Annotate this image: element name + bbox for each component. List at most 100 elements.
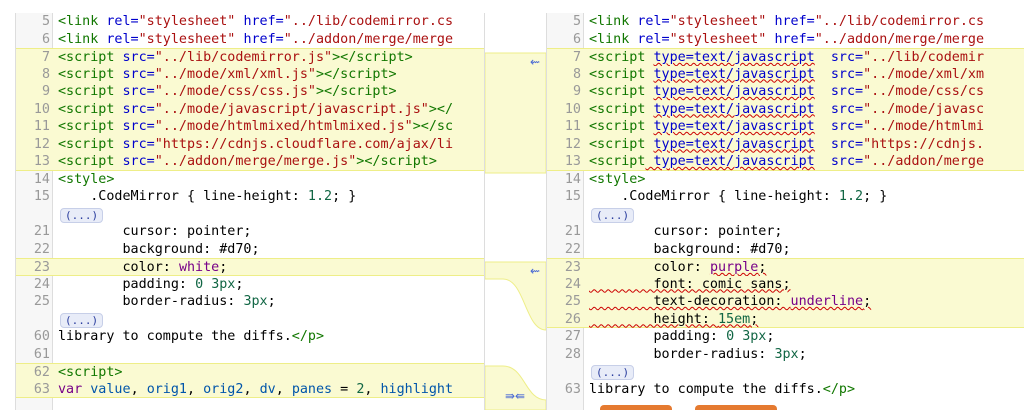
code-line[interactable]: 12<script type=text/javascript src="http… [547, 135, 1024, 153]
code-text[interactable]: <link rel="stylesheet" href="../lib/code… [58, 14, 454, 29]
code-text[interactable]: <script src="../mode/htmlmixed/htmlmixed… [58, 119, 454, 134]
code-line[interactable]: 10<script src="../mode/javascript/javasc… [16, 100, 484, 118]
right-editor-pane[interactable]: 5<link rel="stylesheet" href="../lib/cod… [546, 13, 1024, 410]
code-text[interactable]: <script src="../lib/codemirror.js"></scr… [58, 50, 413, 65]
code-text[interactable]: <script src="https://cdnjs.cloudflare.co… [58, 136, 454, 152]
code-line[interactable]: 6<link rel="stylesheet" href="../addon/m… [16, 31, 484, 49]
line-number: 26 [564, 311, 581, 327]
code-line[interactable]: 25 text-decoration: underline; [547, 293, 1024, 311]
code-line[interactable]: 63 library to compute the diffs.</p> [547, 381, 1024, 399]
line-number: 10 [564, 101, 581, 117]
code-text[interactable]: <link rel="stylesheet" href="../lib/code… [589, 14, 985, 29]
code-text[interactable]: background: #d70; [58, 241, 260, 257]
code-line[interactable]: 9<script type=text/javascript src="../mo… [547, 83, 1024, 101]
code-text[interactable]: <link rel="stylesheet" href="../addon/me… [589, 31, 985, 47]
code-text[interactable]: var value, orig1, orig2, dv, panes = 2, … [58, 381, 454, 397]
line-number: 8 [572, 66, 581, 82]
code-line[interactable]: 13 <script type=text/javascript src="../a… [547, 153, 1024, 171]
expand-collapsed-button[interactable]: (...) [60, 207, 104, 223]
code-line[interactable]: 5<link rel="stylesheet" href="../lib/cod… [547, 13, 1024, 31]
expand-collapsed-button[interactable]: (...) [591, 207, 635, 223]
code-text[interactable]: cursor: pointer; [58, 224, 252, 239]
code-line[interactable]: 25 border-radius: 3px; [16, 293, 484, 311]
code-line[interactable]: 7 <script src="../lib/codemirror.js"></sc… [16, 48, 484, 66]
code-line[interactable]: 21 cursor: pointer; [16, 223, 484, 241]
code-text[interactable]: <script type=text/javascript src="../mod… [589, 119, 985, 134]
toolbar-button[interactable] [600, 405, 672, 410]
code-text[interactable]: .CodeMirror { line-height: 1.2; } [58, 189, 357, 204]
code-line[interactable]: 9<script src="../mode/css/css.js"></scri… [16, 83, 484, 101]
code-line[interactable]: 7 <script type=text/javascript src="../li… [547, 48, 1024, 66]
code-line[interactable]: 27 padding: 0 3px; [547, 328, 1024, 346]
code-text[interactable]: <script type=text/javascript src="../mod… [589, 66, 985, 82]
code-line[interactable]: 8<script src="../mode/xml/xml.js"></scri… [16, 65, 484, 83]
code-text[interactable]: <script type=text/javascript src="../lib… [589, 50, 985, 65]
code-line[interactable]: 22 background: #d70; [547, 241, 1024, 259]
code-text[interactable]: background: #d70; [589, 241, 791, 257]
expand-collapsed-button[interactable]: (...) [60, 312, 104, 328]
code-line[interactable]: 15 .CodeMirror { line-height: 1.2; } [547, 188, 1024, 206]
code-line[interactable]: 11<script type=text/javascript src="../m… [547, 118, 1024, 136]
code-text[interactable]: <script src="../mode/javascript/javascri… [58, 101, 454, 117]
code-line[interactable]: 61 [16, 346, 484, 364]
code-line[interactable]: 28 border-radius: 3px; [547, 346, 1024, 364]
code-text[interactable]: cursor: pointer; [589, 224, 783, 239]
code-text[interactable]: padding: 0 3px; [58, 276, 244, 292]
code-text[interactable]: library to compute the diffs.</p> [58, 329, 325, 344]
code-text[interactable]: <script type=text/javascript src="https:… [589, 136, 985, 152]
line-number: 13 [564, 154, 581, 169]
code-line[interactable]: 12<script src="https://cdnjs.cloudflare.… [16, 135, 484, 153]
line-number: 15 [564, 189, 581, 204]
left-editor-pane[interactable]: 5<link rel="stylesheet" href="../lib/cod… [15, 13, 485, 410]
code-line[interactable]: 10 <script type=text/javascript src="../m… [547, 100, 1024, 118]
code-line[interactable]: 23 color: white; [16, 258, 484, 276]
code-line[interactable]: 62 <script> [16, 363, 484, 381]
code-text[interactable]: border-radius: 3px; [589, 346, 807, 362]
code-line[interactable]: 14<style> [547, 171, 1024, 189]
merge-chunk-arrows-icon[interactable]: ⇛⇚ [505, 389, 526, 403]
code-text[interactable]: <script src="../mode/xml/xml.js"></scrip… [58, 66, 397, 82]
code-line[interactable]: 14<style> [16, 171, 484, 189]
toolbar-button[interactable] [695, 405, 777, 410]
code-line[interactable]: 11<script src="../mode/htmlmixed/htmlmix… [16, 118, 484, 136]
code-text[interactable]: color: white; [58, 260, 228, 275]
code-line[interactable]: 22 background: #d70; [16, 241, 484, 259]
code-text[interactable]: <script src="../mode/css/css.js"></scrip… [58, 84, 397, 99]
revert-chunk-arrow-icon[interactable]: ⇜ [530, 264, 541, 278]
code-text[interactable]: text-decoration: underline; [589, 294, 872, 309]
line-number: 63 [564, 381, 581, 397]
code-text[interactable]: <script type=text/javascript src="../mod… [589, 84, 985, 99]
code-line[interactable]: 5<link rel="stylesheet" href="../lib/cod… [16, 13, 484, 31]
code-line[interactable]: 26 height: 15em; [547, 310, 1024, 328]
code-line[interactable]: 24 font: comic sans; [547, 275, 1024, 293]
line-number: 62 [33, 365, 50, 380]
line-number: 7 [572, 50, 581, 65]
line-number: 7 [41, 50, 50, 65]
code-text[interactable]: library to compute the diffs.</p> [589, 381, 856, 397]
code-text[interactable]: .CodeMirror { line-height: 1.2; } [589, 189, 888, 204]
code-text[interactable]: <script> [58, 365, 123, 380]
code-line[interactable]: 23 color: purple; [547, 258, 1024, 276]
code-text[interactable]: padding: 0 3px; [589, 329, 775, 344]
code-text[interactable]: <style> [589, 171, 646, 187]
revert-chunk-arrow-icon[interactable]: ⇜ [530, 55, 541, 69]
code-text[interactable]: height: 15em; [589, 311, 759, 327]
code-text[interactable]: color: purple; [589, 260, 767, 275]
code-text[interactable]: <script type=text/javascript src="../add… [589, 154, 985, 169]
code-text[interactable]: <link rel="stylesheet" href="../addon/me… [58, 31, 454, 47]
code-text[interactable]: border-radius: 3px; [58, 294, 276, 309]
line-number: 22 [33, 241, 50, 257]
code-line[interactable]: 24 padding: 0 3px; [16, 276, 484, 294]
code-line[interactable]: 8 <script type=text/javascript src="../mo… [547, 65, 1024, 83]
code-text[interactable]: <script src="../addon/merge/merge.js"></… [58, 154, 437, 169]
code-text[interactable]: font: comic sans; [589, 276, 791, 292]
expand-collapsed-button[interactable]: (...) [591, 365, 635, 380]
code-line[interactable]: 15 .CodeMirror { line-height: 1.2; } [16, 188, 484, 206]
code-text[interactable]: <style> [58, 171, 115, 187]
code-line[interactable]: 21 cursor: pointer; [547, 223, 1024, 241]
code-line[interactable]: 13<script src="../addon/merge/merge.js">… [16, 153, 484, 171]
code-line[interactable]: 6<link rel="stylesheet" href="../addon/m… [547, 31, 1024, 49]
code-text[interactable]: <script type=text/javascript src="../mod… [589, 101, 985, 117]
